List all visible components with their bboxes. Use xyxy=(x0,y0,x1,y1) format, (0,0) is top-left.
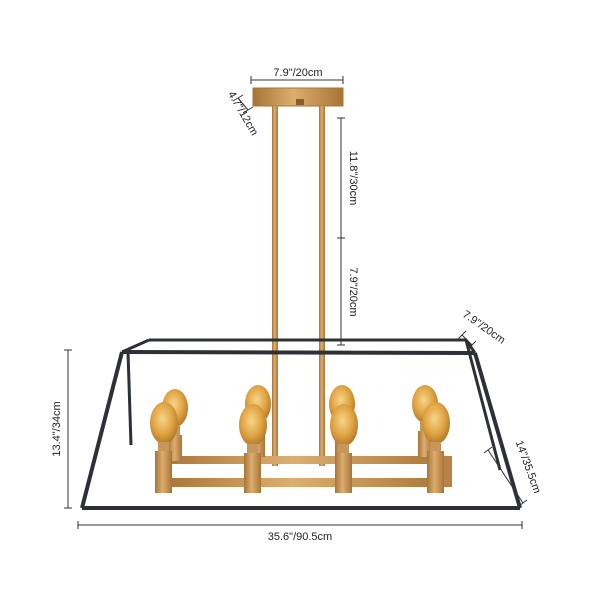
bulb-front-3 xyxy=(330,404,358,493)
canopy-width-label: 7.9"/20cm xyxy=(273,67,322,79)
bottom-frame-depth-label: 14"/35.5cm xyxy=(513,439,543,495)
frame-front xyxy=(80,350,522,510)
rod-upper-length-label: 11.8"/30cm xyxy=(347,151,359,205)
frame-back xyxy=(121,338,502,471)
suspension-rods xyxy=(272,106,325,466)
brass-inner-frame xyxy=(162,456,452,487)
bulb-front-1 xyxy=(150,402,178,493)
overall-width-label: 35.6"/90.5cm xyxy=(268,531,332,543)
canopy xyxy=(252,87,344,107)
dimension-lines xyxy=(64,76,528,529)
bulbs xyxy=(150,385,450,493)
overall-height-label: 13.4"/34cm xyxy=(51,401,63,456)
bulb-front-2 xyxy=(239,404,267,493)
rod-lower-length-label: 7.9"/20cm xyxy=(347,267,359,316)
bulb-front-4 xyxy=(422,402,450,493)
